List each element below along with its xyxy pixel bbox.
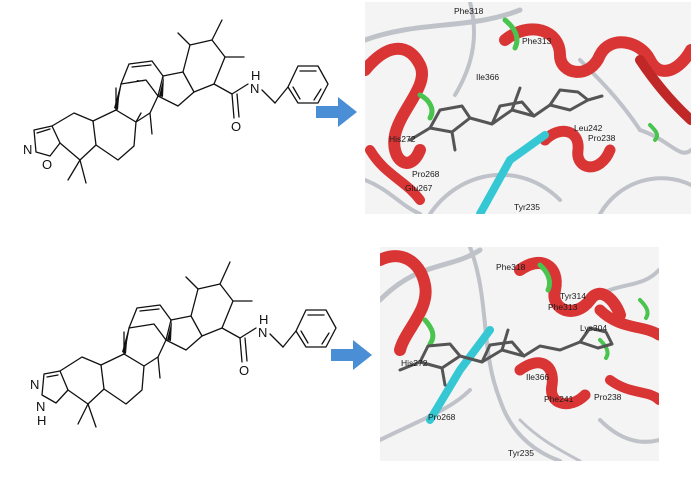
atom-label-o: O [42, 157, 52, 172]
structure-top [33, 19, 329, 184]
residue-label: Tyr235 [514, 202, 540, 212]
ligand-bottom [398, 326, 614, 387]
residue-label: Phe241 [544, 394, 574, 404]
atom-label-amide-n: N [250, 81, 259, 96]
atom-label-amide-h: H [259, 312, 268, 327]
atom-label-n: N [30, 377, 39, 392]
atom-label-amide-n: N [258, 325, 267, 340]
atom-label-n: N [23, 142, 32, 157]
residue-label: Lys304 [580, 323, 607, 333]
atom-label-carbonyl-o: O [239, 363, 249, 378]
residue-label: His272 [389, 134, 416, 144]
structure-bottom-wedges [122, 320, 172, 354]
structure-bottom-atom-labels: N N H N H O [30, 312, 268, 428]
residue-labels-top: Phe318 Phe313 Ile366 His272 Leu242 Pro23… [389, 6, 616, 212]
atom-label-nh-h: H [37, 413, 46, 428]
atom-label-carbonyl-o: O [231, 119, 241, 134]
residue-label: Pro238 [588, 133, 616, 143]
residue-label: Tyr235 [508, 448, 534, 458]
residue-label: Leu242 [574, 123, 603, 133]
residue-label: Phe313 [522, 36, 552, 46]
residue-label: Pro268 [412, 169, 440, 179]
residue-label: Pro268 [428, 412, 456, 422]
structure-top-atom-labels: N O N H O [23, 68, 260, 172]
ligand-top [408, 86, 604, 152]
residue-label: Tyr314 [560, 291, 586, 301]
structure-top-wedges [114, 76, 164, 110]
residue-label: Pro238 [594, 392, 622, 402]
residue-label: Glu267 [405, 183, 433, 193]
residue-label: Phe318 [496, 262, 526, 272]
residue-labels-bottom: Phe318 Tyr314 Phe313 Lys304 His272 Ile36… [401, 262, 622, 458]
arrow-right-icon [331, 340, 372, 370]
arrow-right-icon [316, 97, 357, 127]
residue-label: Ile366 [526, 372, 549, 382]
atom-label-nh-n: N [36, 399, 45, 414]
structure-bottom [41, 261, 337, 428]
docking-image-bottom: Phe318 Tyr314 Phe313 Lys304 His272 Ile36… [380, 247, 659, 461]
residue-label: Phe313 [548, 302, 578, 312]
residue-label: His272 [401, 358, 428, 368]
residue-label: Phe318 [454, 6, 484, 16]
atom-label-amide-h: H [251, 68, 260, 83]
docking-image-top: Phe318 Phe313 Ile366 His272 Leu242 Pro23… [365, 2, 691, 214]
residue-label: Ile366 [476, 72, 499, 82]
